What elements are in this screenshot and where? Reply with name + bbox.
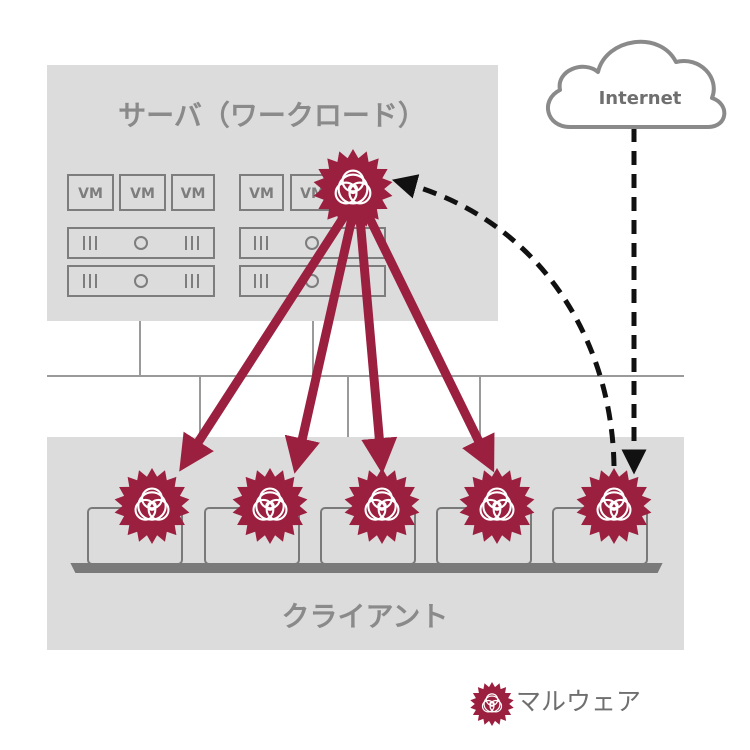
- legend: マルウェア: [470, 682, 641, 726]
- malware-icon: [232, 468, 308, 544]
- vm-label: VM: [249, 186, 274, 202]
- malware-icon: [114, 468, 190, 544]
- infection-arrow: [355, 217, 398, 475]
- infection-arrows: [179, 212, 495, 475]
- infection-arrow: [179, 212, 349, 472]
- malware-icon: [313, 149, 393, 229]
- vm-box: VM: [67, 174, 114, 211]
- malware-icon: [459, 468, 535, 544]
- internet-label: Internet: [599, 88, 682, 109]
- vm-box: VM: [119, 174, 166, 211]
- malware-biohazard-icon: [470, 682, 514, 726]
- legend-label: マルウェア: [516, 687, 641, 716]
- malware-icon: [470, 682, 514, 726]
- vm-label: VM: [130, 186, 155, 202]
- server-zone: [47, 65, 498, 321]
- server-unit: [67, 265, 215, 297]
- infection-arrow: [363, 213, 495, 473]
- vm-box: VM: [171, 174, 215, 211]
- internet-cloud-icon: Internet: [546, 39, 727, 129]
- vm-box: VM: [239, 174, 284, 211]
- network-lines: [47, 321, 684, 437]
- c2-communication-arrow: [391, 174, 617, 467]
- vm-label: VM: [300, 186, 325, 202]
- malware-icon: [576, 468, 652, 544]
- server-unit: [67, 227, 215, 259]
- infection-arrow: [284, 217, 357, 474]
- server-zone-label: サーバ（ワークロード）: [118, 99, 426, 132]
- client-zone-label: クライアント: [282, 600, 449, 633]
- vm-label: VM: [181, 186, 206, 202]
- vm-label: VM: [78, 186, 103, 202]
- malware-badges: [114, 149, 652, 544]
- server-group-left: VM VM VM: [67, 174, 215, 297]
- malware-icon: [344, 468, 420, 544]
